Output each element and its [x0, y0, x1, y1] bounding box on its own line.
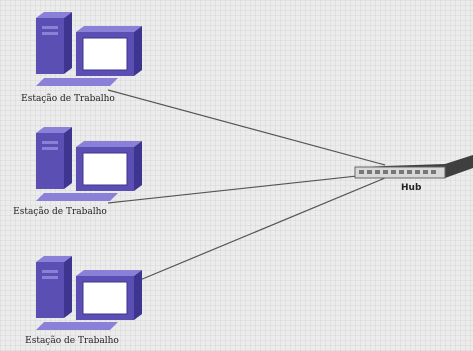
workstation-icon — [36, 127, 142, 201]
workstation-icon — [36, 12, 142, 86]
hub-label: Hub — [401, 183, 422, 193]
monitor-icon — [76, 141, 142, 191]
workstation-label-3: Estação de Trabalho — [25, 336, 119, 346]
cable-2 — [107, 172, 386, 204]
keyboard-icon — [36, 78, 118, 86]
workstation-label-2: Estação de Trabalho — [13, 207, 107, 217]
cable-3 — [139, 177, 386, 281]
workstation-icon — [36, 256, 142, 330]
monitor-icon — [76, 26, 142, 76]
workstation-label-1: Estação de Trabalho — [21, 94, 115, 104]
monitor-icon — [76, 270, 142, 320]
keyboard-icon — [36, 322, 118, 330]
keyboard-icon — [36, 193, 118, 201]
cable-1 — [107, 89, 386, 166]
hub-icon — [354, 155, 473, 179]
